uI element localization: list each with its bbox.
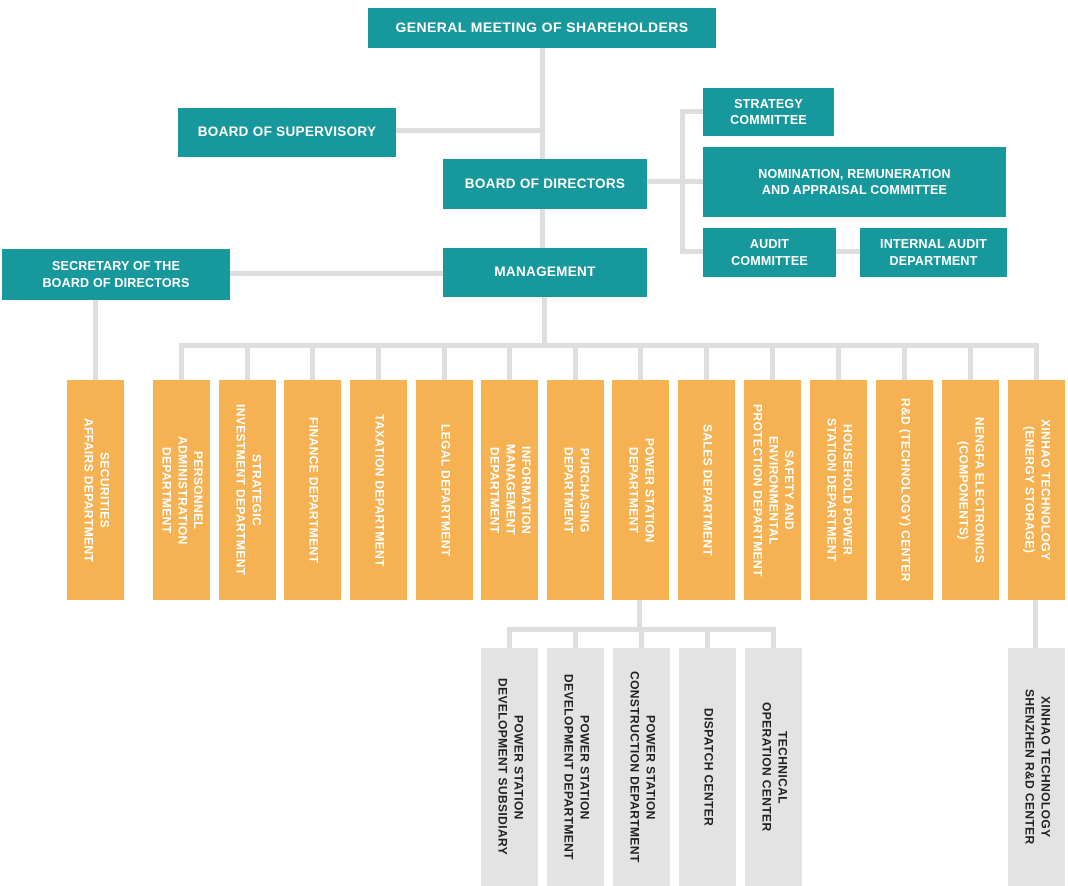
node-label: BOARD OF SUPERVISORY bbox=[197, 124, 377, 140]
dept-label: TAXATION DEPARTMENT bbox=[372, 413, 387, 567]
connector-line bbox=[573, 630, 578, 648]
dept-label: HOUSEHOLD POWER STATION DEPARTMENT bbox=[824, 418, 855, 562]
connector-line bbox=[507, 627, 776, 632]
node-label: INTERNAL AUDIT DEPARTMENT bbox=[880, 237, 987, 268]
subunit-label: XINHAO TECHNOLOGY SHENZHEN R&D CENTER bbox=[1022, 689, 1053, 845]
dept-label: LEGAL DEPARTMENT bbox=[438, 423, 453, 557]
connector-line bbox=[1033, 600, 1038, 648]
node-strategy-committee: STRATEGY COMMITTEE bbox=[703, 88, 834, 136]
dept-label: STRATEGIC INVESTMENT DEPARTMENT bbox=[233, 404, 264, 576]
dept-strategic-investment: STRATEGIC INVESTMENT DEPARTMENT bbox=[219, 380, 276, 600]
dept-label: SECURITIES AFFAIRS DEPARTMENT bbox=[81, 417, 112, 563]
node-management: MANAGEMENT bbox=[443, 248, 647, 297]
connector-line bbox=[638, 346, 643, 380]
connector-line bbox=[396, 128, 543, 133]
dept-power-station: POWER STATION DEPARTMENT bbox=[612, 380, 669, 600]
dept-label: NENGFA ELECTRONICS (COMPONENTS) bbox=[956, 416, 987, 564]
subunit-dispatch-center: DISPATCH CENTER bbox=[679, 648, 736, 886]
subunit-power-station-development-department: POWER STATION DEVELOPMENT DEPARTMENT bbox=[547, 648, 604, 886]
dept-purchasing: PURCHASING DEPARTMENT bbox=[547, 380, 604, 600]
connector-line bbox=[771, 630, 776, 648]
subunit-technical-operation-center: TECHNICAL OPERATION CENTER bbox=[745, 648, 802, 886]
node-label: SECRETARY OF THE BOARD OF DIRECTORS bbox=[42, 259, 190, 290]
connector-line bbox=[646, 179, 703, 184]
subunit-power-station-development-subsidiary: POWER STATION DEVELOPMENT SUBSIDIARY bbox=[481, 648, 538, 886]
connector-line bbox=[683, 249, 703, 254]
dept-sales: SALES DEPARTMENT bbox=[678, 380, 735, 600]
node-general-meeting-of-shareholders: GENERAL MEETING OF SHAREHOLDERS bbox=[368, 8, 716, 48]
node-label: MANAGEMENT bbox=[494, 264, 596, 280]
node-nomination-remuneration-appraisal-committee: NOMINATION, REMUNERATION AND APPRAISAL C… bbox=[703, 147, 1006, 217]
subunit-label: DISPATCH CENTER bbox=[701, 707, 716, 827]
dept-securities-affairs: SECURITIES AFFAIRS DEPARTMENT bbox=[67, 380, 124, 600]
dept-household-power-station: HOUSEHOLD POWER STATION DEPARTMENT bbox=[810, 380, 867, 600]
node-board-of-supervisory: BOARD OF SUPERVISORY bbox=[178, 108, 396, 157]
dept-label: INFORMATION MANAGEMENT DEPARTMENT bbox=[487, 444, 534, 536]
connector-line bbox=[540, 208, 545, 249]
connector-line bbox=[310, 346, 315, 380]
connector-line bbox=[507, 630, 512, 648]
node-label: NOMINATION, REMUNERATION AND APPRAISAL C… bbox=[758, 166, 951, 197]
dept-rd-technology-center: R&D (TECHNOLOGY) CENTER bbox=[876, 380, 933, 600]
node-secretary-of-the-board: SECRETARY OF THE BOARD OF DIRECTORS bbox=[2, 249, 230, 300]
node-audit-committee: AUDIT COMMITTEE bbox=[703, 228, 836, 277]
connector-line bbox=[179, 343, 1039, 348]
connector-line bbox=[245, 346, 250, 380]
connector-line bbox=[540, 47, 545, 160]
dept-information-management: INFORMATION MANAGEMENT DEPARTMENT bbox=[481, 380, 538, 600]
dept-taxation: TAXATION DEPARTMENT bbox=[350, 380, 407, 600]
subunit-label: POWER STATION DEVELOPMENT SUBSIDIARY bbox=[495, 678, 526, 856]
connector-line bbox=[507, 346, 512, 380]
connector-line bbox=[683, 109, 703, 114]
dept-xinhao-technology: XINHAO TECHNOLOGY (ENERGY STORAGE) bbox=[1008, 380, 1065, 600]
dept-personnel-administration: PERSONNEL ADMINISTRATION DEPARTMENT bbox=[153, 380, 210, 600]
dept-label: XINHAO TECHNOLOGY (ENERGY STORAGE) bbox=[1022, 419, 1053, 561]
connector-line bbox=[902, 346, 907, 380]
connector-line bbox=[968, 346, 973, 380]
node-board-of-directors: BOARD OF DIRECTORS bbox=[443, 159, 647, 209]
connector-line bbox=[93, 300, 98, 380]
connector-line bbox=[836, 346, 841, 380]
dept-label: POWER STATION DEPARTMENT bbox=[626, 437, 657, 543]
dept-safety-environmental-protection: SAFETY AND ENVIRONMENTAL PROTECTION DEPA… bbox=[744, 380, 801, 600]
dept-label: SAFETY AND ENVIRONMENTAL PROTECTION DEPA… bbox=[750, 403, 797, 577]
node-label: AUDIT COMMITTEE bbox=[731, 237, 808, 268]
subunit-xinhao-shenzhen-rd-center: XINHAO TECHNOLOGY SHENZHEN R&D CENTER bbox=[1008, 648, 1065, 886]
connector-line bbox=[836, 249, 860, 254]
connector-line bbox=[704, 346, 709, 380]
subunit-label: TECHNICAL OPERATION CENTER bbox=[759, 702, 790, 832]
subunit-label: POWER STATION DEVELOPMENT DEPARTMENT bbox=[561, 674, 592, 860]
connector-line bbox=[1034, 346, 1039, 380]
node-internal-audit-department: INTERNAL AUDIT DEPARTMENT bbox=[860, 228, 1007, 277]
connector-line bbox=[637, 600, 642, 630]
connector-line bbox=[573, 346, 578, 380]
connector-line bbox=[442, 346, 447, 380]
connector-line bbox=[639, 630, 644, 648]
connector-line bbox=[229, 271, 444, 276]
dept-nengfa-electronics: NENGFA ELECTRONICS (COMPONENTS) bbox=[942, 380, 999, 600]
connector-line bbox=[542, 297, 547, 348]
dept-legal: LEGAL DEPARTMENT bbox=[416, 380, 473, 600]
node-label: BOARD OF DIRECTORS bbox=[464, 175, 626, 191]
connector-line bbox=[179, 346, 184, 380]
dept-label: R&D (TECHNOLOGY) CENTER bbox=[898, 398, 913, 582]
dept-label: PERSONNEL ADMINISTRATION DEPARTMENT bbox=[159, 435, 206, 545]
connector-line bbox=[376, 346, 381, 380]
connector-line bbox=[680, 109, 685, 254]
subunit-power-station-construction-department: POWER STATION CONSTRUCTION DEPARTMENT bbox=[613, 648, 670, 886]
node-label: STRATEGY COMMITTEE bbox=[730, 96, 807, 127]
node-label: GENERAL MEETING OF SHAREHOLDERS bbox=[395, 19, 689, 36]
dept-label: SALES DEPARTMENT bbox=[700, 423, 715, 557]
subunit-label: POWER STATION CONSTRUCTION DEPARTMENT bbox=[627, 671, 658, 863]
dept-label: PURCHASING DEPARTMENT bbox=[561, 446, 592, 534]
dept-finance: FINANCE DEPARTMENT bbox=[284, 380, 341, 600]
connector-line bbox=[705, 630, 710, 648]
connector-line bbox=[770, 346, 775, 380]
dept-label: FINANCE DEPARTMENT bbox=[306, 416, 321, 564]
